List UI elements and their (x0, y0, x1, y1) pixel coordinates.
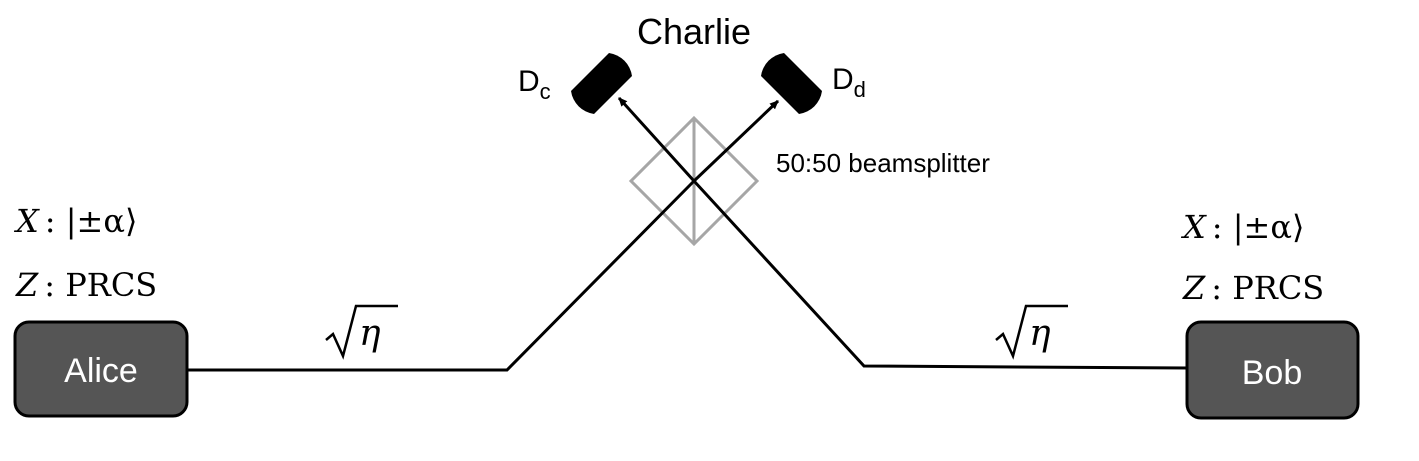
sqrt-icon (995, 304, 1068, 360)
beamsplitter-label: 50:50 beamsplitter (776, 148, 990, 178)
alice-z-state: : PRCS (44, 266, 157, 304)
alice-x-symbol: X (13, 202, 40, 240)
alice-channel-transmittance: η (325, 304, 398, 360)
bob-x-symbol: X (1180, 208, 1207, 246)
detector-dc-label: Dc (518, 65, 551, 104)
bob-z-symbol: Z (1182, 269, 1206, 307)
bob-z-basis: Z: PRCS (1182, 269, 1324, 307)
bob-channel-path (692, 179, 1189, 370)
charlie-title: Charlie (637, 11, 751, 52)
alice-label: Alice (64, 352, 138, 390)
alice-eta-symbol: η (359, 313, 381, 354)
alice-channel-path (188, 179, 696, 372)
bob-z-state: : PRCS (1211, 269, 1324, 307)
bob-channel-transmittance: η (995, 304, 1068, 360)
arrow-to-dd (692, 99, 780, 183)
alice-node: Alice (13, 320, 189, 418)
detector-dd-sub: d (854, 77, 866, 102)
bob-x-state: : |±α⟩ (1212, 208, 1305, 246)
alice-x-state: : |±α⟩ (45, 202, 138, 240)
detector-dd-base: D (832, 63, 854, 96)
bob-label: Bob (1242, 354, 1303, 392)
photodetector-icon (761, 53, 822, 114)
alice-z-symbol: Z (15, 266, 39, 304)
photodetector-icon (571, 53, 632, 114)
detector-dc-sub: c (540, 79, 551, 104)
bob-x-basis: X: |±α⟩ (1180, 208, 1304, 246)
bob-eta-symbol: η (1029, 313, 1051, 354)
arrow-to-dc (617, 96, 696, 183)
detector-dd-label: Dd (832, 63, 866, 102)
alice-x-basis: X: |±α⟩ (13, 202, 137, 240)
bob-node: Bob (1185, 320, 1360, 420)
detector-dc-base: D (518, 65, 540, 98)
sqrt-icon (325, 304, 398, 360)
alice-z-basis: Z: PRCS (15, 266, 157, 304)
